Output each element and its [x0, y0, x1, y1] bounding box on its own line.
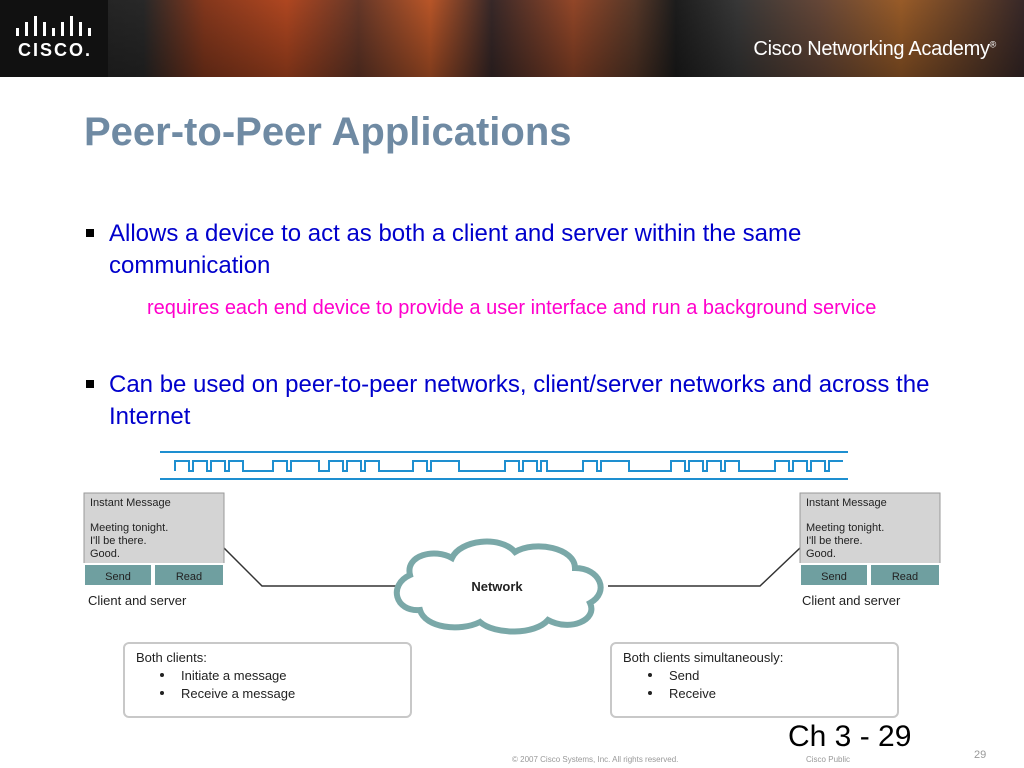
- im-window-title: Instant Message: [90, 497, 171, 509]
- info-box-heading: Both clients simultaneously:: [623, 650, 783, 665]
- info-box-heading: Both clients:: [136, 650, 207, 665]
- bullet-item: Can be used on peer-to-peer networks, cl…: [86, 369, 956, 433]
- read-button-label: Read: [176, 571, 202, 583]
- bullet-item: Allows a device to act as both a client …: [86, 218, 956, 282]
- left-im-window: Instant Message Meeting tonight. I'll be…: [83, 492, 225, 565]
- info-box-item: Initiate a message: [181, 668, 287, 683]
- list-bullet-icon: [648, 673, 652, 677]
- bullet-square-icon: [86, 229, 94, 237]
- im-line: I'll be there.: [90, 535, 147, 547]
- read-button-label: Read: [892, 571, 918, 583]
- send-button-label: Send: [105, 571, 131, 583]
- header-banner: CISCO. Cisco Networking Academy®: [0, 0, 1024, 77]
- sub-bullet-text: requires each end device to provide a us…: [147, 297, 877, 319]
- slide-title: Peer-to-Peer Applications: [84, 110, 572, 154]
- cisco-logo: CISCO.: [0, 0, 108, 77]
- list-bullet-icon: [160, 691, 164, 695]
- network-cloud-icon: [393, 538, 604, 635]
- im-line: Good.: [806, 548, 836, 560]
- right-info-box: Both clients simultaneously: Send Receiv…: [610, 642, 899, 718]
- network-label: Network: [471, 579, 523, 594]
- im-line: Meeting tonight.: [806, 522, 884, 534]
- im-line: Good.: [90, 548, 120, 560]
- bullet-text: Can be used on peer-to-peer networks, cl…: [109, 371, 930, 430]
- info-box-item: Receive: [669, 686, 716, 701]
- im-line: Meeting tonight.: [90, 522, 168, 534]
- bullet-text: Allows a device to act as both a client …: [109, 220, 802, 279]
- banner-photo-strip: [0, 0, 1024, 77]
- left-caption: Client and server: [88, 593, 187, 608]
- left-read-button[interactable]: Read: [153, 563, 225, 587]
- list-bullet-icon: [648, 691, 652, 695]
- page-number: 29: [974, 749, 987, 761]
- copyright-text: © 2007 Cisco Systems, Inc. All rights re…: [512, 755, 679, 764]
- classification-text: Cisco Public: [806, 755, 851, 764]
- info-box-item: Send: [669, 668, 699, 683]
- connection-lines: [223, 547, 801, 587]
- left-send-button[interactable]: Send: [83, 563, 153, 587]
- left-info-box: Both clients: Initiate a message Receive…: [123, 642, 412, 718]
- send-button-label: Send: [821, 571, 847, 583]
- chapter-label: Ch 3 - 29: [788, 720, 912, 753]
- cisco-wordmark: CISCO.: [18, 40, 93, 60]
- list-bullet-icon: [160, 673, 164, 677]
- digital-signal-graphic: [160, 451, 848, 480]
- right-read-button[interactable]: Read: [869, 563, 941, 587]
- bullet-square-icon: [86, 380, 94, 388]
- right-im-window: Instant Message Meeting tonight. I'll be…: [799, 492, 941, 565]
- im-window-title: Instant Message: [806, 497, 887, 509]
- right-send-button[interactable]: Send: [799, 563, 869, 587]
- academy-title: Cisco Networking Academy®: [753, 38, 996, 60]
- info-box-item: Receive a message: [181, 686, 295, 701]
- im-line: I'll be there.: [806, 535, 863, 547]
- right-caption: Client and server: [802, 593, 901, 608]
